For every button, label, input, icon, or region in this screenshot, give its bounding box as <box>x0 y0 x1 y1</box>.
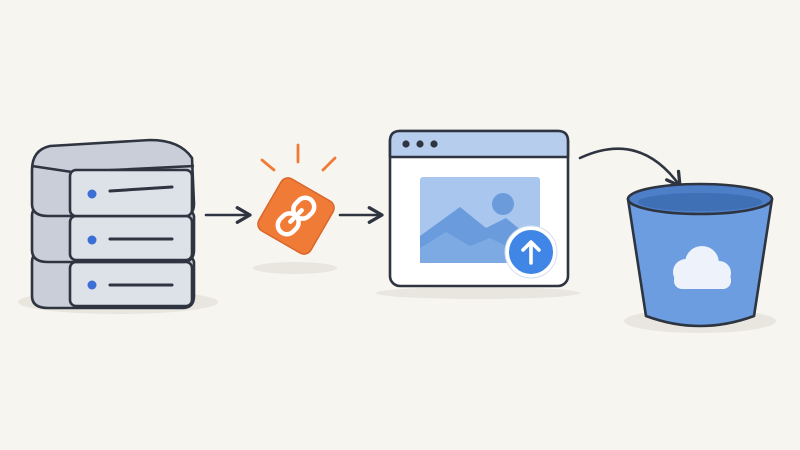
chain-glyph <box>275 195 317 237</box>
chain-link-icon <box>253 143 337 274</box>
storage-bucket-icon <box>624 182 776 333</box>
browser-shadow <box>376 287 580 299</box>
arrow-browser-to-bucket <box>578 147 682 188</box>
server-led <box>87 235 97 245</box>
upload-arrow-icon <box>504 225 558 279</box>
server-led <box>87 280 97 290</box>
server-unit-middle <box>30 202 196 264</box>
link-rays <box>260 143 337 172</box>
window-dots <box>402 140 438 148</box>
cloud-icon <box>673 246 731 289</box>
server-led <box>87 189 97 199</box>
server-unit-top <box>30 138 196 218</box>
server-stack-icon <box>18 138 218 314</box>
browser-title-bar <box>388 129 570 159</box>
server-unit-bottom <box>30 248 196 310</box>
link-shadow <box>253 262 337 274</box>
browser-window-icon <box>376 129 580 299</box>
